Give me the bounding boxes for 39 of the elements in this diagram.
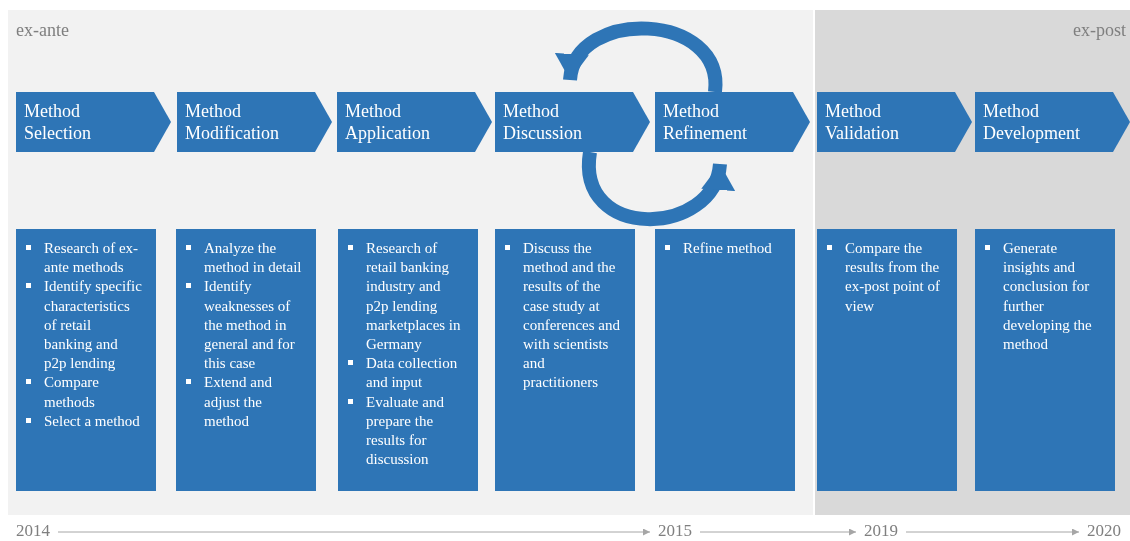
bullet-item: Select a method: [24, 411, 142, 432]
process-step: Method Application: [337, 92, 492, 152]
bullet-item: Compare the results from the ex-post point of view: [825, 239, 943, 316]
bullet-item: Generate insights and conclusion for further developing the method: [983, 239, 1101, 355]
bullet-item: Identify weaknesses of the method in general and for this case: [184, 277, 302, 374]
timeline-arrow: [57, 528, 651, 536]
bullet-item: Compare methods: [24, 373, 142, 412]
step-detail-panel: [817, 229, 957, 491]
process-step: Method Selection: [16, 92, 171, 152]
bullet-item: Analyze the method in detail: [184, 239, 302, 278]
phase-label: ex-post: [1073, 20, 1126, 41]
year-label: 2014: [16, 521, 50, 541]
step-detail-panel: [975, 229, 1115, 491]
step-detail-panel: [176, 229, 316, 491]
step-detail-panel: [495, 229, 635, 491]
bullet-item: Identify specific characteristics of retail banking and p2p lending: [24, 277, 142, 374]
process-step: Method Development: [975, 92, 1130, 152]
phase-label: ex-ante: [16, 20, 69, 41]
bullet-item: Discuss the method and the results of the case study at conferences and with scientists and practitioners: [503, 239, 621, 393]
bullet-item: Extend and adjust the method: [184, 373, 302, 432]
bullet-item: Research of ex-ante methods: [24, 239, 142, 278]
timeline-arrow: [905, 528, 1080, 536]
process-step: Method Validation: [817, 92, 972, 152]
bullet-item: Evaluate and prepare the results for discussion: [346, 392, 464, 470]
step-detail-panel: [338, 229, 478, 491]
process-step: Method Refinement: [655, 92, 810, 152]
step-detail-panel: [655, 229, 795, 491]
bullet-item: Refine method: [663, 239, 781, 259]
step-detail-panel: [16, 229, 156, 491]
year-label: 2020: [1087, 521, 1121, 541]
year-label: 2019: [864, 521, 898, 541]
bullet-item: Data collection and input: [346, 354, 464, 393]
phase-band: [8, 10, 813, 515]
process-step: Method Discussion: [495, 92, 650, 152]
bullet-item: Research of retail banking industry and p2p lending marketplaces in Germany: [346, 239, 464, 355]
phase-band: [815, 10, 1130, 515]
process-step: Method Modification: [177, 92, 332, 152]
timeline-arrow: [699, 528, 857, 536]
year-label: 2015: [658, 521, 692, 541]
